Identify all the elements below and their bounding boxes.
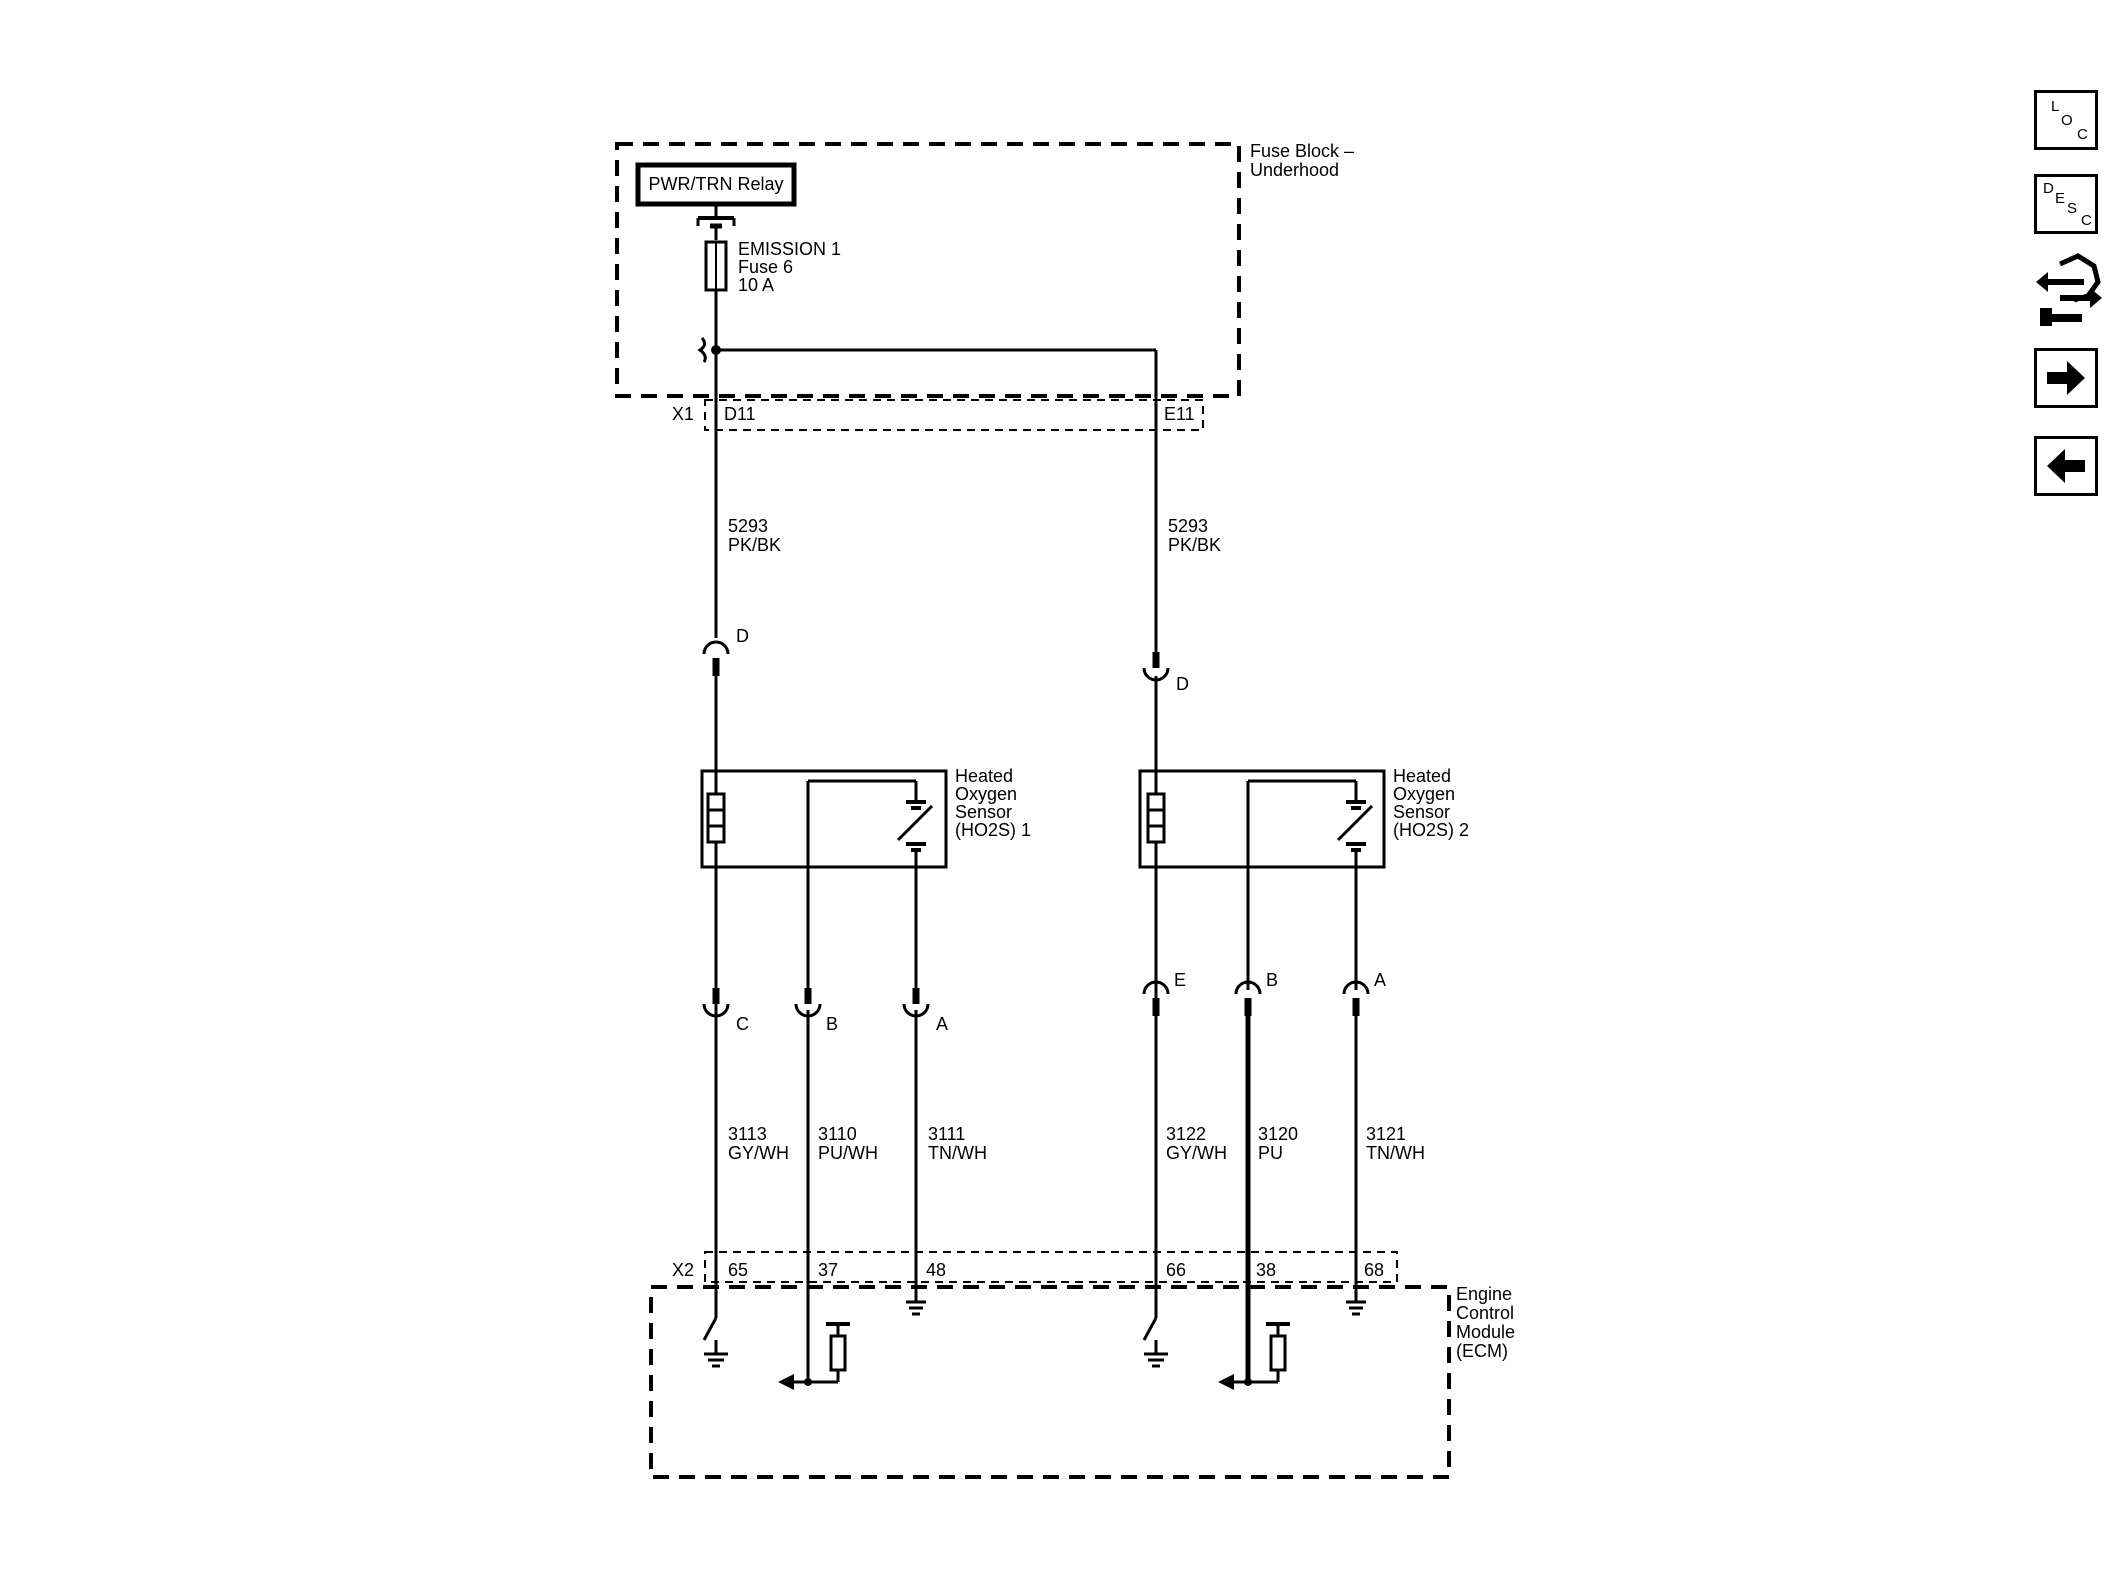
ecm-low-side-driver-1 [702, 1290, 728, 1368]
sensor2-bottom-connectors [1142, 980, 1370, 1382]
sensor1-pin-top: D [736, 626, 749, 646]
previous-arrow-button[interactable] [2034, 436, 2098, 496]
loc-letter-l: L [2051, 98, 2060, 115]
loc-letter-c: C [2077, 126, 2088, 143]
x2-pin-48: 48 [926, 1260, 946, 1280]
sensor2-pin-a: A [1374, 970, 1386, 990]
ecm-signal-input-1 [778, 1322, 850, 1390]
x2-pin-66: 66 [1166, 1260, 1186, 1280]
x2-pin-37: 37 [818, 1260, 838, 1280]
desc-letter-s: S [2067, 200, 2078, 217]
x1-name: X1 [672, 404, 694, 424]
connector-x2 [704, 1251, 1398, 1283]
sensor2-box [1138, 769, 1386, 869]
x2-pin-68: 68 [1364, 1260, 1384, 1280]
fuse-block-border [615, 142, 1241, 398]
fuse-block-label: Fuse Block – Underhood [1250, 141, 1359, 180]
sensor1-pin-b: B [826, 1014, 838, 1034]
sensor2-pin-b: B [1266, 970, 1278, 990]
wire-left-power-label: 5293 PK/BK [728, 516, 781, 555]
sensor2-pin-e: E [1174, 970, 1186, 990]
wire-right-power-label: 5293 PK/BK [1168, 516, 1221, 555]
desc-letter-e: E [2055, 190, 2066, 207]
desc-letter-c: C [2081, 212, 2092, 229]
desc-button[interactable]: D E S C [2034, 174, 2098, 234]
relay-box [635, 162, 797, 207]
sensor1-pin-a: A [936, 1014, 948, 1034]
arrow-right-icon [2047, 361, 2085, 395]
ecm-ground-2 [1346, 1300, 1366, 1316]
sensor1-label: Heated Oxygen Sensor (HO2S) 1 [955, 766, 1031, 840]
x1-pin-right: E11 [1164, 404, 1195, 424]
sensor1-pin-c: C [736, 1014, 749, 1034]
sensor2-label: Heated Oxygen Sensor (HO2S) 2 [1393, 766, 1469, 840]
desc-letter-d: D [2043, 180, 2054, 197]
x1-pin-left: D11 [724, 404, 756, 424]
connector-tool-icon[interactable] [2034, 252, 2108, 332]
relay-label: PWR/TRN Relay [648, 174, 783, 194]
arrow-left-icon [2047, 449, 2085, 483]
next-arrow-button[interactable] [2034, 348, 2098, 408]
ecm-label: Engine Control Module (ECM) [1456, 1284, 1520, 1361]
loc-letter-o: O [2061, 112, 2073, 129]
ecm-signal-input-2 [1218, 1322, 1290, 1390]
loc-button[interactable]: L O C [2034, 90, 2098, 150]
x2-name: X2 [672, 1260, 694, 1280]
ecm-border [649, 1285, 1451, 1479]
sensor1-bottom-connectors [702, 988, 930, 1378]
x2-pin-65: 65 [728, 1260, 748, 1280]
ecm-ground-1 [906, 1300, 926, 1316]
ecm-low-side-driver-2 [1142, 1290, 1168, 1368]
sensor2-pin-top: D [1176, 674, 1189, 694]
sensor1-box [700, 769, 948, 869]
connector-x1 [704, 399, 1204, 431]
fuse-label: EMISSION 1 Fuse 6 10 A [738, 239, 846, 295]
x2-pin-38: 38 [1256, 1260, 1276, 1280]
